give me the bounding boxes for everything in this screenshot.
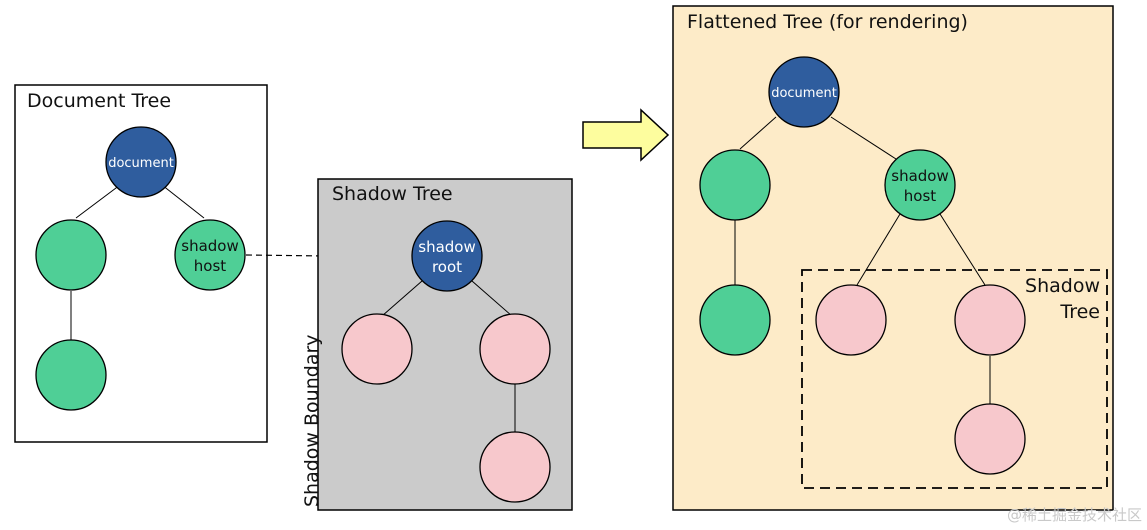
flat-shadow-subtree-label-line1: Shadow xyxy=(1025,275,1100,297)
shadow-host-label-line2: host xyxy=(194,257,226,275)
shadow-root-node xyxy=(411,220,483,292)
child-element-node xyxy=(35,339,107,411)
document-node xyxy=(105,126,177,198)
document-tree-panel: Document Tree document shadow host xyxy=(14,84,268,443)
shadow-root-label-line2: root xyxy=(432,258,462,276)
shadow-tree-title: Shadow Tree xyxy=(332,183,453,205)
shadow-boundary-label: Shadow Boundary xyxy=(301,334,323,507)
flat-shadow-host-node xyxy=(884,149,956,221)
transform-arrow xyxy=(582,108,670,162)
element-node xyxy=(35,219,107,291)
shadow-child-node xyxy=(479,313,551,385)
flat-shadow-subtree-label-line2: Tree xyxy=(1059,301,1100,323)
flat-child-element-node xyxy=(699,284,771,356)
flattened-tree-panel: Flattened Tree (for rendering) document … xyxy=(672,5,1114,511)
flattened-tree-title: Flattened Tree (for rendering) xyxy=(687,11,968,33)
shadow-host-label-line1: shadow xyxy=(181,237,238,255)
flat-shadow-grandchild-node xyxy=(954,403,1026,475)
flat-element-node xyxy=(699,149,771,221)
shadow-grandchild-node xyxy=(479,431,551,503)
shadow-tree-panel: Shadow Tree Shadow Boundary shadow root xyxy=(301,178,573,511)
flat-document-node xyxy=(768,56,840,128)
watermark-text: @稀土掘金技术社区 xyxy=(1007,506,1142,524)
flat-shadow-child-node xyxy=(815,284,887,356)
shadow-root-label-line1: shadow xyxy=(418,238,475,256)
shadow-host-node xyxy=(174,219,246,291)
document-node-label: document xyxy=(108,156,174,171)
document-tree-title: Document Tree xyxy=(27,90,171,112)
flat-shadow-host-label-line1: shadow xyxy=(891,167,948,185)
shadow-child-node xyxy=(341,313,413,385)
flat-shadow-host-label-line2: host xyxy=(904,187,936,205)
flat-shadow-subtree-box xyxy=(801,269,1108,489)
flat-shadow-child-node xyxy=(954,284,1026,356)
flat-document-node-label: document xyxy=(771,86,837,101)
